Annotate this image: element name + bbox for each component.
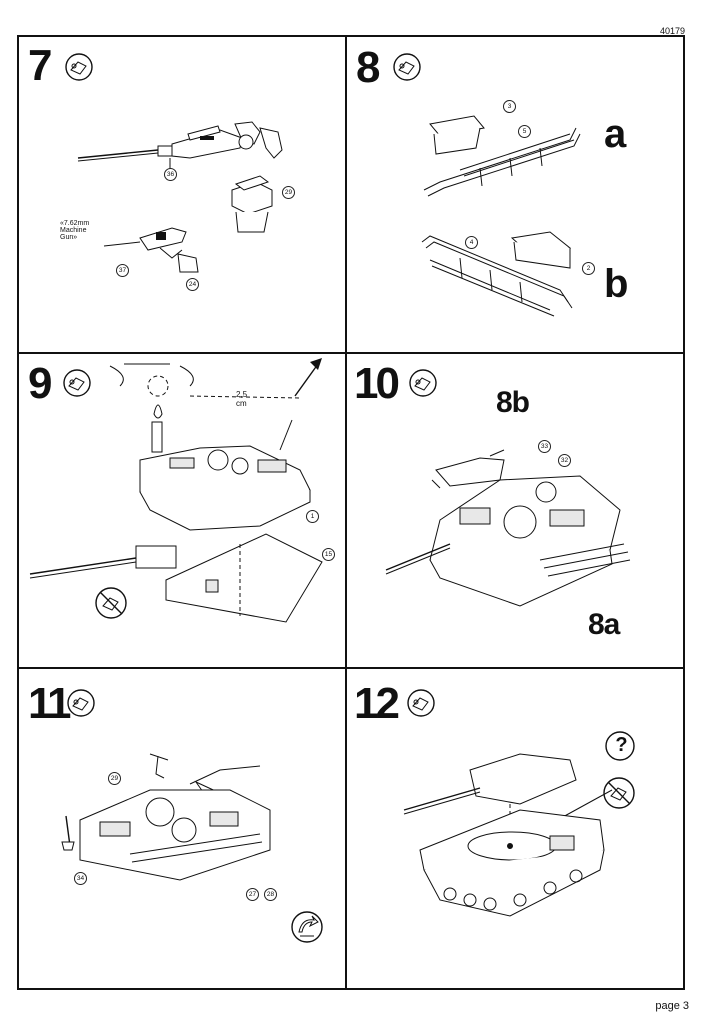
antenna-stretching-drawing	[109, 358, 322, 453]
step-number: 8	[356, 43, 381, 92]
stowage-rack-a-drawing	[423, 115, 581, 197]
grid-divider-row-2	[17, 667, 685, 669]
turret-top-drawing	[139, 419, 311, 531]
glue-icon	[393, 53, 421, 81]
glue-icon	[409, 369, 437, 397]
question-icon	[605, 731, 635, 761]
callout-part: 27	[246, 888, 259, 901]
callout-part: 5	[518, 125, 531, 138]
callout-part: 29	[108, 772, 121, 785]
callout-part: 34	[74, 872, 87, 885]
callout-part: 36	[164, 168, 177, 181]
sub-assembly-label-a: a	[604, 112, 626, 156]
callout-part: 2	[582, 262, 595, 275]
grid-divider-row-1	[17, 352, 685, 354]
callout-part: 4	[465, 236, 478, 249]
turret-bottom-gun-drawing	[29, 533, 323, 623]
callout-part: 33	[538, 440, 551, 453]
callout-part: 3	[503, 100, 516, 113]
step-number: 12	[354, 679, 400, 728]
callout-part: 32	[558, 454, 571, 467]
machine-gun-drawing	[77, 121, 283, 170]
machine-gun-label: «7.62mm Machine Gun»	[60, 220, 90, 241]
tank-final-assembly-drawing	[403, 753, 613, 917]
document-code: 40179	[659, 26, 685, 36]
glue-icon	[65, 53, 93, 81]
turret-assembly-drawing	[385, 449, 631, 607]
callout-part: 15	[322, 548, 335, 561]
grid-divider-vertical	[345, 35, 347, 990]
callout-part: 24	[186, 278, 199, 291]
callout-part: 29	[282, 186, 295, 199]
instruction-grid	[17, 35, 685, 990]
turn-over-icon	[291, 911, 323, 943]
ammo-box-drawing	[231, 175, 273, 233]
glue-icon	[407, 689, 435, 717]
callout-part: 1	[306, 510, 319, 523]
step-number: 7	[28, 41, 53, 90]
measurement-label: 2,5 cm	[236, 390, 248, 408]
glue-icon	[63, 369, 91, 397]
stowage-rack-b-drawing	[421, 231, 573, 317]
question-mark: ?	[615, 734, 627, 756]
step-number: 9	[28, 359, 53, 408]
step-number: 11	[28, 679, 71, 728]
turret-detail-drawing	[61, 753, 271, 881]
no-glue-icon	[603, 777, 635, 809]
sub-assembly-label-8b: 8b	[496, 386, 530, 419]
step-number: 10	[354, 359, 400, 408]
callout-part: 28	[264, 888, 277, 901]
page-number: page 3	[655, 1000, 689, 1012]
glue-icon	[67, 689, 95, 717]
sub-assembly-label-8a: 8a	[588, 608, 620, 641]
sub-assembly-label-b: b	[604, 262, 628, 306]
callout-part: 37	[116, 264, 129, 277]
no-glue-icon	[95, 587, 127, 619]
machine-gun-small-drawing	[103, 227, 199, 273]
